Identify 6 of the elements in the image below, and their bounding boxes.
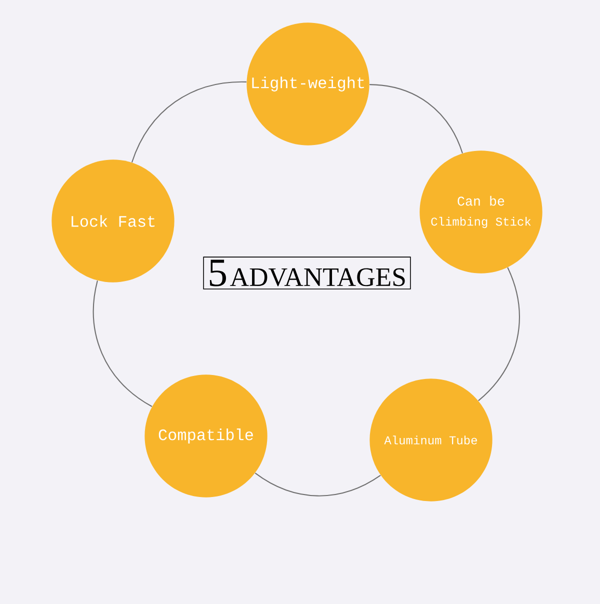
ring-arc [254, 472, 381, 496]
ring-arc [478, 267, 520, 402]
ring-arc [370, 84, 463, 154]
ring-arc [131, 81, 246, 163]
heading-box: 5ADVANTAGES [203, 256, 411, 290]
ring-arc [93, 280, 152, 407]
